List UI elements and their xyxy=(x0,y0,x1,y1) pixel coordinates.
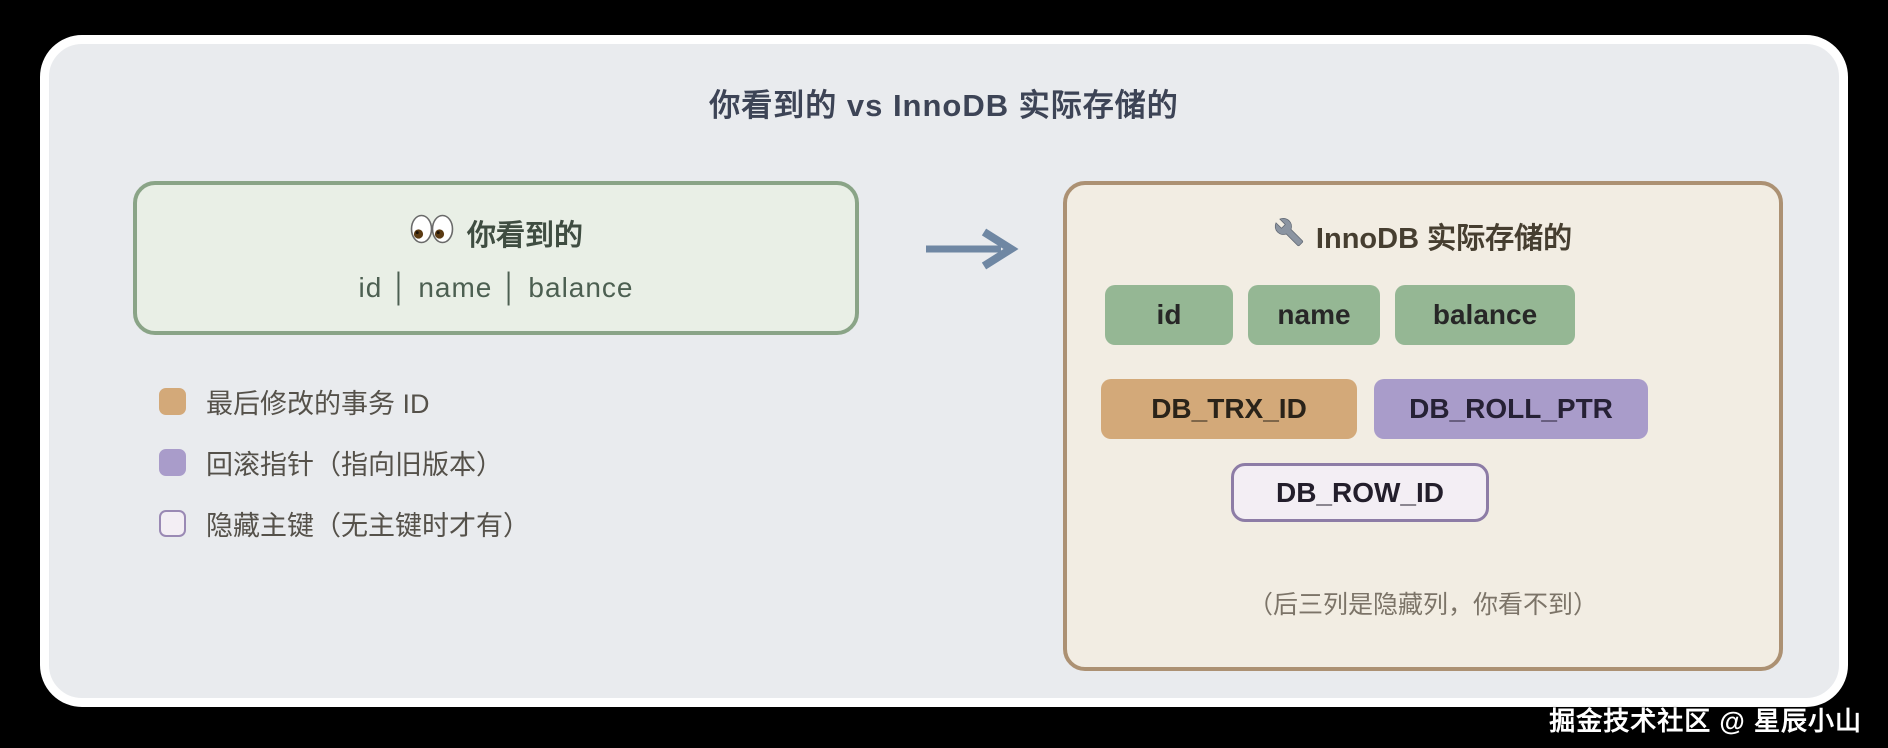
column-chip-db-trx-id: DB_TRX_ID xyxy=(1101,379,1357,439)
stored-box-title: InnoDB 实际存储的 xyxy=(1067,215,1779,257)
legend-swatch-tan xyxy=(159,388,186,415)
visible-table-box: 你看到的 id │ name │ balance xyxy=(133,181,859,335)
visible-columns-row: id name balance xyxy=(1105,285,1575,345)
hidden-rowid-row: DB_ROW_ID xyxy=(1231,463,1489,522)
column-chip-name: name xyxy=(1248,285,1380,345)
stored-box-title-text: InnoDB 实际存储的 xyxy=(1315,223,1573,255)
legend: 最后修改的事务 ID 回滚指针（指向旧版本） 隐藏主键（无主键时才有） xyxy=(159,382,530,543)
legend-label: 隐藏主键（无主键时才有） xyxy=(206,511,530,541)
legend-label: 回滚指针（指向旧版本） xyxy=(206,450,503,480)
visible-box-title: 你看到的 xyxy=(137,212,855,254)
column-chip-balance: balance xyxy=(1395,285,1575,345)
stored-table-box: InnoDB 实际存储的 id name balance DB_TRX_ID D… xyxy=(1063,181,1783,671)
column-chip-db-roll-ptr: DB_ROLL_PTR xyxy=(1374,379,1648,439)
visible-columns-line: id │ name │ balance xyxy=(358,272,634,303)
hidden-columns-note: （后三列是隐藏列，你看不到） xyxy=(1247,591,1598,619)
legend-swatch-purple xyxy=(159,449,186,476)
page-title: 你看到的 vs InnoDB 实际存储的 xyxy=(709,88,1179,123)
diagram-card: 你看到的 vs InnoDB 实际存储的 你看到的 id │ name │ ba… xyxy=(40,35,1848,707)
arrow-right-icon xyxy=(921,226,1033,277)
eyes-icon xyxy=(409,214,455,252)
visible-box-title-text: 你看到的 xyxy=(466,220,583,252)
column-chip-db-row-id: DB_ROW_ID xyxy=(1231,463,1489,522)
wrench-icon xyxy=(1274,217,1304,255)
legend-item-rowid: 隐藏主键（无主键时才有） xyxy=(159,504,530,543)
legend-item-trx: 最后修改的事务 ID xyxy=(159,382,530,421)
legend-swatch-outline xyxy=(159,510,186,537)
hidden-columns-row: DB_TRX_ID DB_ROLL_PTR xyxy=(1101,379,1648,439)
column-chip-id: id xyxy=(1105,285,1233,345)
legend-item-rollptr: 回滚指针（指向旧版本） xyxy=(159,443,530,482)
watermark: 掘金技术社区 @ 星辰小山 xyxy=(1549,706,1862,736)
legend-label: 最后修改的事务 ID xyxy=(206,389,430,419)
